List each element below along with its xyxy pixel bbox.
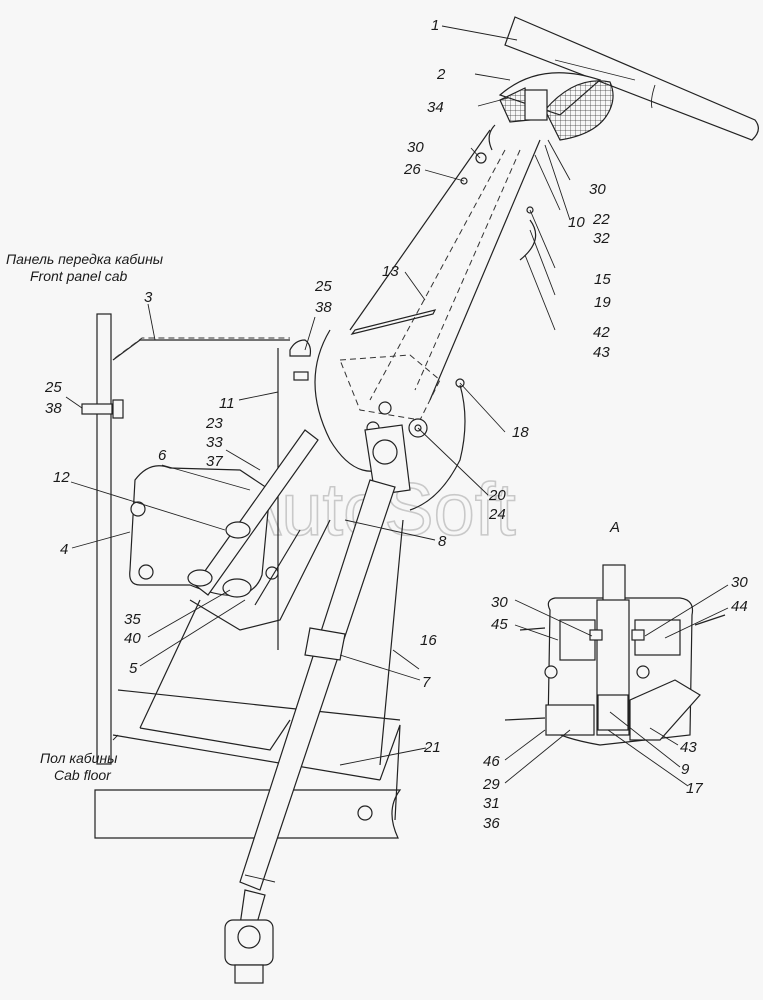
callout: 38 (315, 299, 332, 316)
leader-lines (65, 25, 729, 787)
callout: 30 (491, 594, 508, 611)
detail-view-a (504, 564, 726, 746)
callout: 8 (438, 533, 447, 550)
cab-floor-label-en: Cab floor (54, 767, 112, 783)
callout: 35 (124, 611, 141, 628)
callout: 30 (589, 181, 606, 198)
callout: 43 (680, 739, 697, 756)
callout: 6 (158, 447, 167, 464)
callout: 40 (124, 630, 141, 647)
callout: 25 (314, 278, 332, 295)
cab-floor-label-ru: Пол кабины (40, 750, 118, 766)
callout: 26 (403, 161, 421, 178)
upper-column-tube (349, 124, 541, 401)
callout: 5 (129, 660, 138, 677)
callout: 9 (681, 761, 690, 778)
callout: 18 (512, 424, 529, 441)
callout: 44 (731, 598, 748, 615)
mounting-plate (129, 429, 331, 631)
chassis-frame (94, 789, 402, 839)
callout: 11 (219, 395, 235, 412)
callout: 38 (45, 400, 62, 417)
callout: 3 (144, 289, 153, 306)
callout: 33 (206, 434, 223, 451)
front-panel-label-en: Front panel cab (30, 268, 127, 284)
view-a-label: A (609, 519, 620, 536)
callout: 17 (686, 780, 703, 797)
callout: 34 (427, 99, 444, 116)
callout: 25 (44, 379, 62, 396)
callout: 31 (483, 795, 500, 812)
callout: 32 (593, 230, 610, 247)
callout: 2 (436, 66, 446, 83)
callout: 37 (206, 453, 223, 470)
callout: 19 (594, 294, 611, 311)
callout: 30 (407, 139, 424, 156)
callout: 4 (60, 541, 68, 558)
front-panel-label-ru: Панель передка кабины (6, 251, 164, 267)
callout: 43 (593, 344, 610, 361)
callout: 10 (568, 214, 585, 231)
callout: 15 (594, 271, 611, 288)
callout: 46 (483, 753, 500, 770)
callout: 29 (482, 776, 500, 793)
callout: 12 (53, 469, 70, 486)
callout: 20 (488, 487, 506, 504)
callout: 24 (488, 506, 506, 523)
callout: 45 (491, 616, 508, 633)
callout: 21 (423, 739, 441, 756)
intermediate-shaft (224, 479, 396, 984)
callout: 13 (382, 263, 399, 280)
callout: 16 (420, 632, 437, 649)
floor-cover (112, 519, 404, 821)
callout: 22 (592, 211, 610, 228)
callout: 23 (205, 415, 223, 432)
callout: 42 (593, 324, 610, 341)
callout: 1 (431, 17, 439, 34)
steering-wheel (504, 16, 759, 141)
callout: 30 (731, 574, 748, 591)
steering-hub (498, 72, 614, 141)
callout: 36 (483, 815, 500, 832)
callout: 7 (422, 674, 431, 691)
